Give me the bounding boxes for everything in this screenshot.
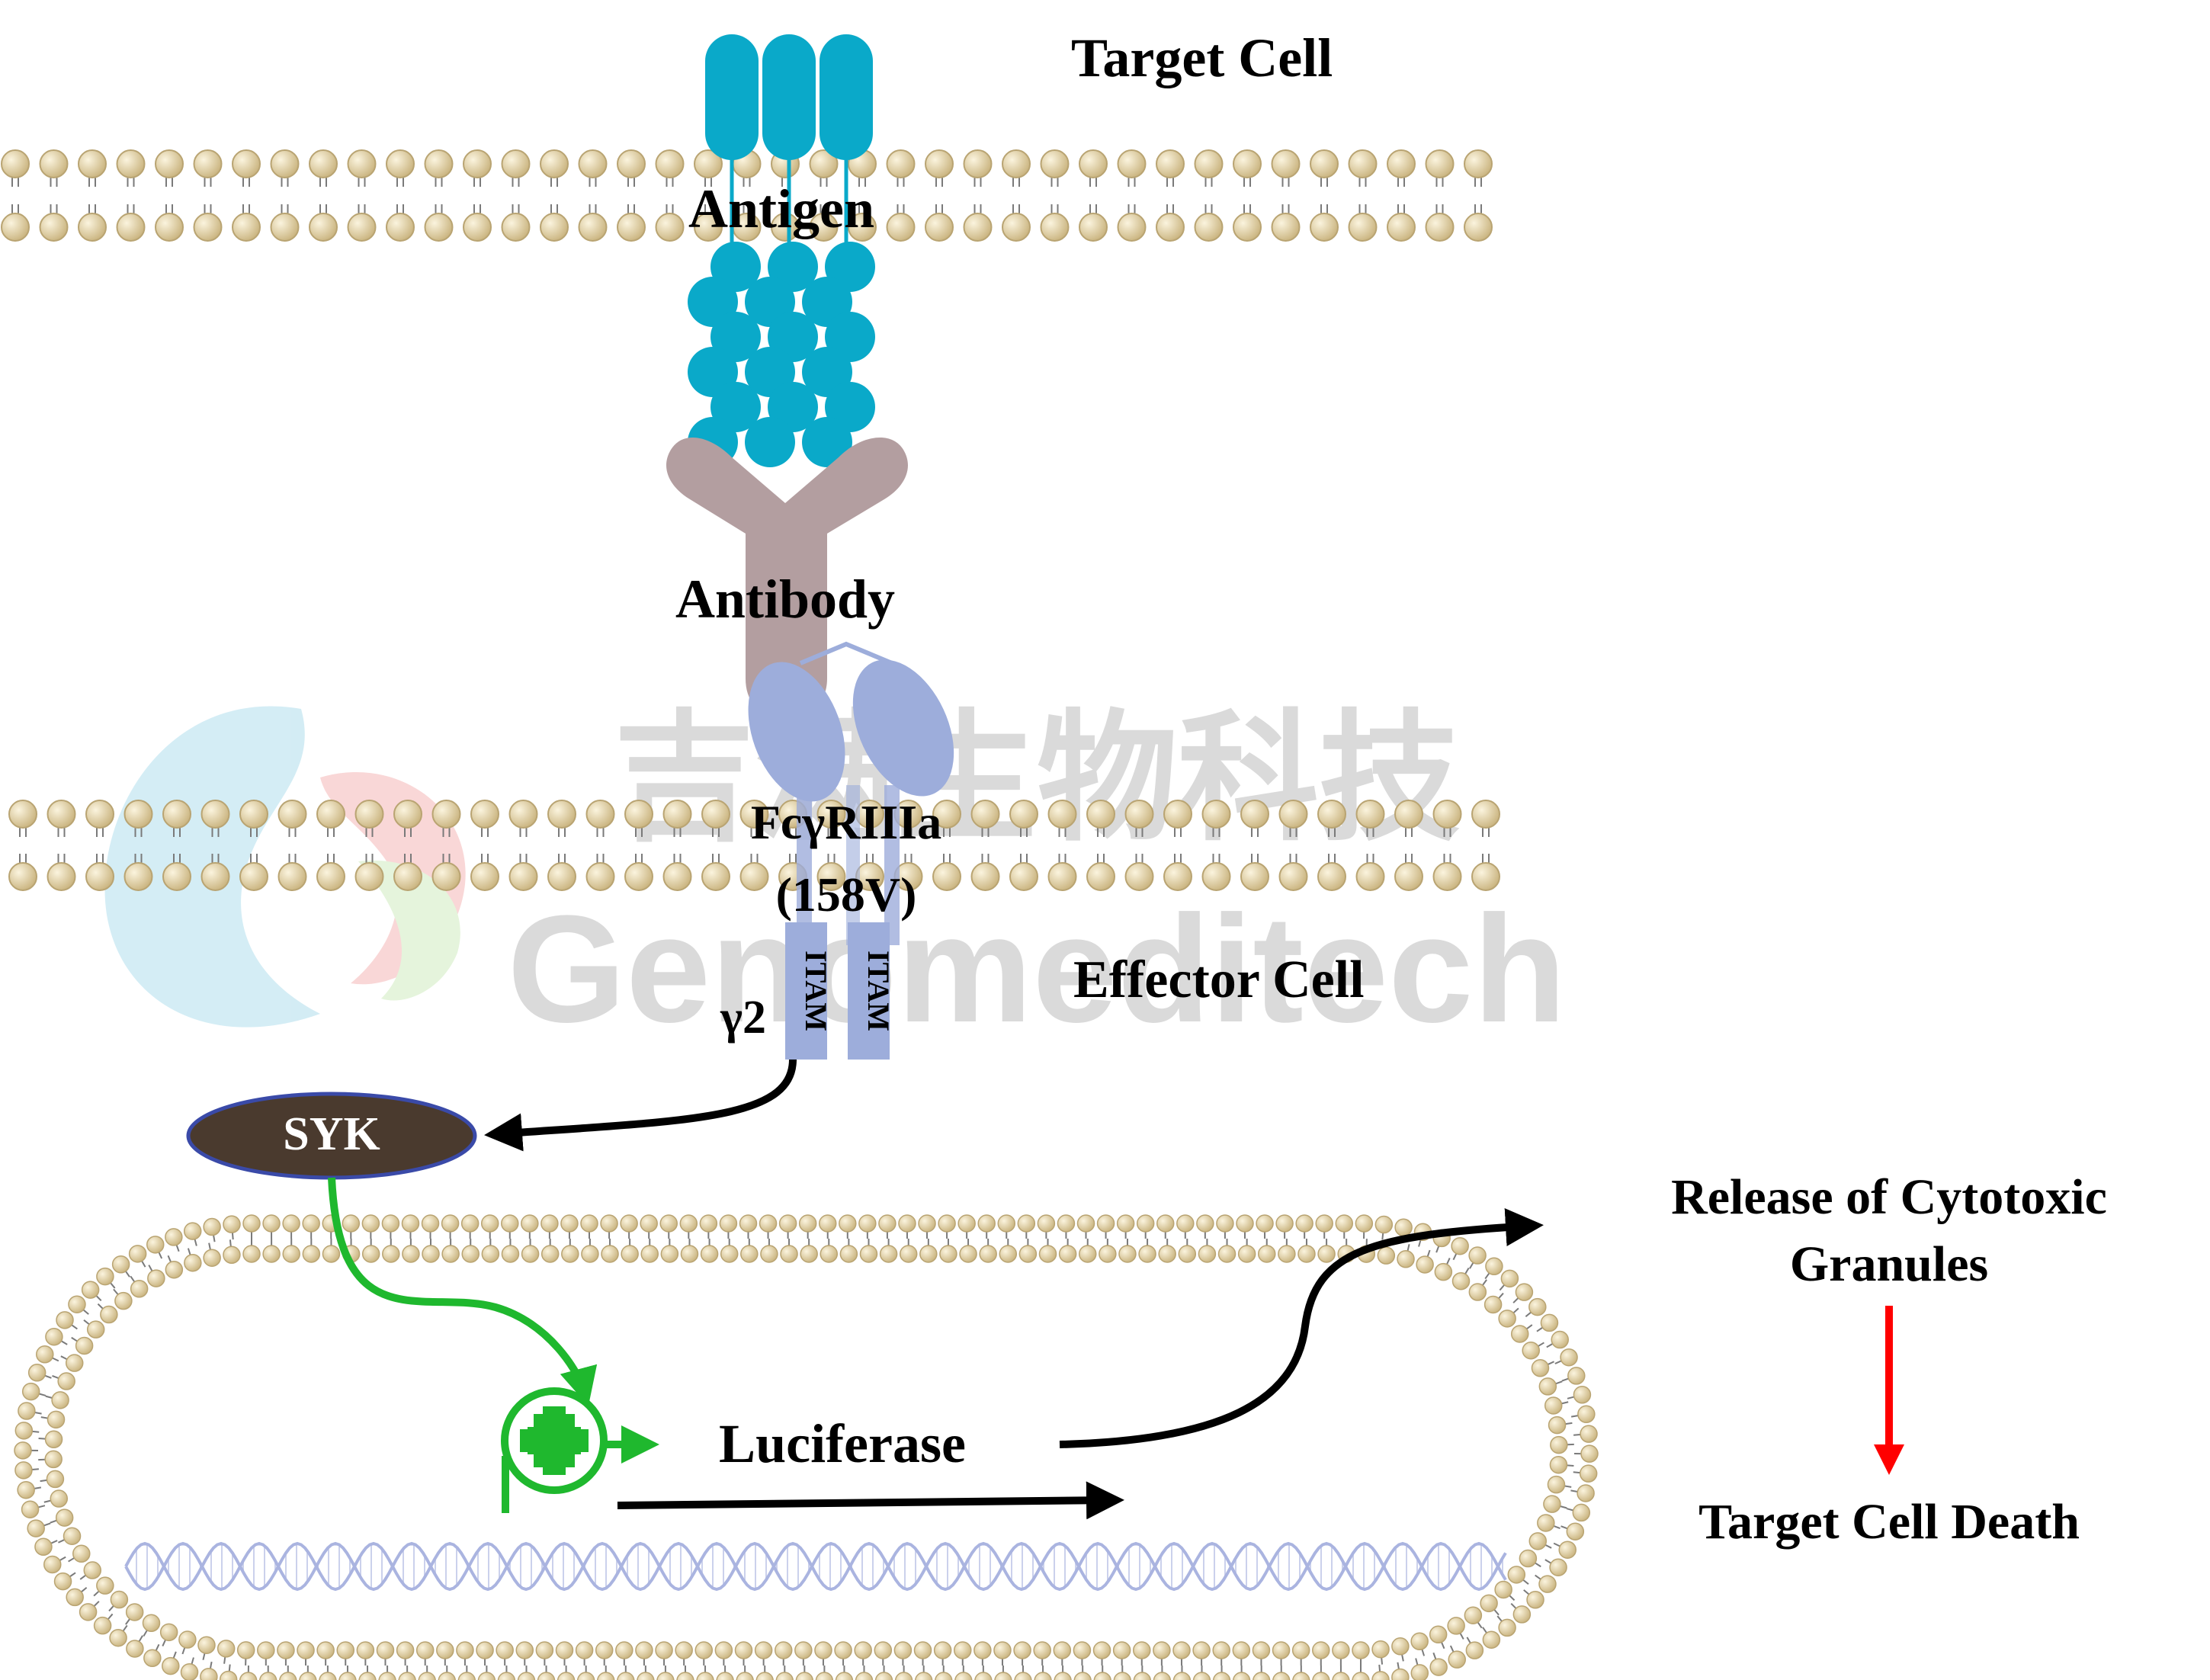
itam-right-label: ITAM xyxy=(861,951,896,1031)
target-cell-death-label: Target Cell Death xyxy=(1698,1494,2080,1550)
antibody-icon xyxy=(666,437,908,717)
syk-node: SYK xyxy=(186,1092,477,1180)
watermark-latin: Genomeditech xyxy=(507,884,1566,1054)
transcription-arrow xyxy=(617,1481,1124,1520)
itam-left-label: ITAM xyxy=(799,951,833,1031)
nucleus-membrane xyxy=(14,1214,1599,1680)
gamma2-label: γ2 xyxy=(720,992,766,1044)
itam-left: ITAM xyxy=(785,922,833,1060)
dna-helix-icon xyxy=(124,1541,1507,1592)
receptor-label: FcγRIIIa xyxy=(751,795,941,849)
luciferase-label: Luciferase xyxy=(719,1413,966,1474)
watermark-chinese: 吉满生物科技 xyxy=(614,701,1460,858)
luciferase-to-release-arrow xyxy=(1059,1208,1544,1448)
syk-label: SYK xyxy=(283,1108,380,1160)
death-arrowhead-icon xyxy=(1874,1444,1904,1475)
release-label: Release of Cytotoxic xyxy=(1671,1169,2107,1225)
target-cell-membrane xyxy=(1,149,1493,242)
effector-cell-membrane xyxy=(8,800,1500,891)
itam-right: ITAM xyxy=(848,922,896,1060)
promoter-plus-icon xyxy=(501,1387,659,1513)
target-cell-label: Target Cell xyxy=(1071,27,1333,88)
granules-label: Granules xyxy=(1790,1236,1988,1292)
fc-receptor-icon xyxy=(748,641,954,945)
antigen-label: Antigen xyxy=(688,178,874,239)
syk-to-promoter-arrow xyxy=(328,1177,598,1406)
effector-cell-label: Effector Cell xyxy=(1073,951,1365,1009)
antibody-label: Antibody xyxy=(675,569,895,630)
receptor-variant-label: (158V) xyxy=(776,867,917,922)
itam-to-syk-arrow xyxy=(484,1059,797,1152)
antigen-icon xyxy=(688,34,875,467)
watermark-text: 吉满生物科技 Genomeditech xyxy=(507,701,1566,1054)
